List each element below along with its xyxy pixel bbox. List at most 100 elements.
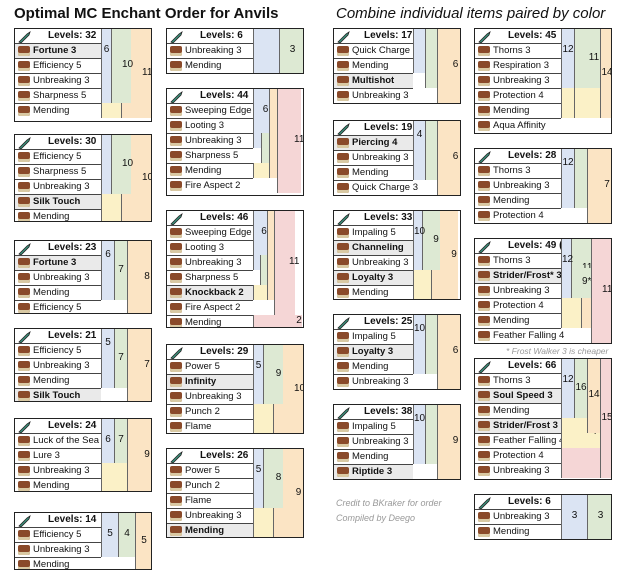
enchant-name: Mending [493,526,530,537]
cost-value: 10 [414,226,426,237]
enchanted-book-icon [170,243,182,253]
enchant-row: Protection 4 [475,448,561,463]
cost-cell: 11 [591,239,611,343]
enchant-name: Flame [185,495,212,506]
enchant-row: Thorns 3 [475,373,561,388]
enchant-row: Strider/Frost* 3 [475,268,562,283]
enchanted-book-icon [337,228,349,238]
cost-value: 8 [144,271,150,282]
enchanted-book-icon [18,530,30,540]
cost-cell: 10 [111,135,133,194]
card-header: Levels: 45 [475,29,561,44]
enchant-row: Flame [167,419,253,433]
enchant-row: Efficiency 5 [15,300,101,313]
enchanted-book-icon [337,183,349,193]
enchant-name: Unbreaking 3 [33,75,90,86]
enchant-row: Mending [15,478,101,491]
cost-cell: 7 [114,419,127,463]
cost-cell: 16 [574,359,587,418]
enchant-row: Mending [167,163,253,178]
enchant-name: Sweeping Edge 3 [185,227,260,238]
cost-cell: 8 [263,449,283,508]
bow-icon [169,346,187,360]
enchant-name: Mending [493,405,530,416]
enchant-name: Piercing 4 [352,137,398,148]
cost-value: 14 [601,66,612,78]
card-header: Levels: 25 [334,315,413,330]
enchant-row: Unbreaking 3 [15,542,101,557]
enchanted-book-icon [18,167,30,177]
cost-cell: 12 [561,239,573,283]
cost-cell: 3 [587,495,611,539]
cost-cell: 8 [127,241,151,313]
enchant-row: Sharpness 5 [167,148,253,163]
cost-cell: 4 [413,121,425,150]
trident-icon [336,316,354,330]
enchanted-book-icon [170,496,182,506]
enchanted-book-icon [170,303,182,313]
enchant-name: Unbreaking 3 [185,510,242,521]
enchant-row: Mending [167,523,253,537]
enchanted-book-icon [337,347,349,357]
enchant-name: Unbreaking 3 [33,544,90,555]
enchanted-book-icon [170,318,182,327]
enchant-name: Unbreaking 3 [493,180,550,191]
enchant-name: Power 5 [185,465,220,476]
cost-value: 9 [144,449,150,460]
enchant-row: Riptide 3 [334,464,413,479]
enchanted-book-icon [337,377,349,387]
enchanted-book-icon [18,391,30,401]
enchant-row: Mending [475,193,561,208]
cost-cell: 9 [263,345,283,404]
trident-icon [336,212,354,226]
enchanted-book-icon [478,451,490,461]
enchant-name: Mending [33,105,70,116]
card-levels: Levels: 17 [364,30,413,41]
enchant-row: Quick Charge 3 [334,43,418,58]
enchant-name: Soul Speed 3 [493,390,553,401]
enchanted-book-icon [478,466,490,476]
enchant-row: Feather Falling 4 [475,433,564,448]
card-header: Levels: 46 [167,211,253,226]
card-header: Levels: 6 [475,495,561,510]
enchant-name: Looting 3 [185,242,225,253]
cost-cell: 6 [101,241,114,270]
enchanted-book-icon [170,407,182,417]
enchant-row: Impaling 5 [334,329,413,344]
enchant-name: Lure 3 [33,450,60,461]
sword-icon [169,90,187,104]
card-levels: Levels: 29 [200,346,249,357]
cost-value: 7 [604,179,610,190]
cost-value: 6 [103,44,110,55]
boots-icon [477,240,495,254]
cost-cell: 11 [274,211,299,315]
enchant-name: Strider/Frost 3 [493,420,558,431]
cost-cell: 10 [111,29,133,103]
page-subtitle: Combine individual items paired by color [336,5,606,22]
compiled-line: Compiled by Deego [336,513,416,523]
sword-icon [17,30,35,44]
cost-cell: 14 [587,359,600,433]
enchant-row: Sharpness 5 [167,270,253,285]
enchanted-book-icon [337,138,349,148]
enchant-row: Mending [334,449,413,464]
cost-cell: 10 [413,405,425,434]
enchanted-book-icon [170,511,182,521]
enchant-name: Mending [352,167,389,178]
enchanted-book-icon [18,46,30,56]
enchant-row: Sweeping Edge 3 [167,103,259,118]
enchanted-book-icon [18,560,30,569]
cost-value: 9 [275,367,282,379]
enchant-name: Punch 2 [185,480,220,491]
card-levels: Levels: 23 [48,242,97,253]
cost-value: 5 [105,336,111,348]
pickaxe-icon [17,330,35,344]
cost-cell: 5 [253,449,263,493]
enchanted-book-icon [478,91,490,101]
card-header: Levels: 66 [475,359,561,374]
enchanted-book-icon [337,243,349,253]
card-levels: Levels: 38 [364,406,413,417]
